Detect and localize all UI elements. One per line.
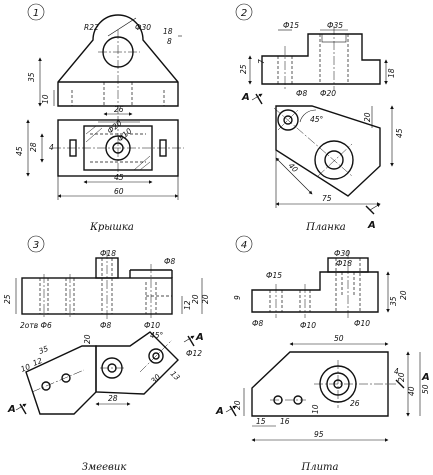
figure-3-dim-2holes: 2отв Ф6 (20, 321, 52, 330)
figure-4-dim-95: 95 (314, 430, 324, 439)
figure-4-dim-15: 15 (256, 417, 266, 426)
figure-4-dim-50: 50 (334, 334, 344, 343)
figure-1-top-view (52, 118, 184, 180)
figure-1-number-circle (27, 3, 45, 21)
figure-4-dim-9: 9 (233, 295, 242, 300)
figure-3-dim-45deg: 45° (150, 331, 164, 340)
figure-4-dim-20c: 20 (233, 400, 242, 410)
figure-2-dim-45deg: 45° (310, 115, 324, 124)
figure-4-section-letter-right: A (421, 372, 430, 383)
figure-3-dim-25: 25 (3, 294, 12, 304)
figure-4-dim-d18: Ф18 (336, 259, 352, 268)
figure-2-front-view (261, 26, 381, 90)
figure-2-dim-75: 75 (322, 194, 332, 203)
figure-1-dim-8: 8 (167, 37, 172, 46)
figure-4-number-circle (235, 235, 253, 253)
figure-4-dim-16: 16 (280, 417, 290, 426)
figure-2-dim-25: 25 (239, 64, 248, 74)
figure-1-caption: Крышка (89, 222, 134, 233)
figure-4-dim-50b: 50 (421, 384, 430, 394)
figure-2-dim-40: 40 (287, 161, 300, 174)
figure-3-section-letter-bottom: A (7, 404, 16, 415)
figure-3-dim-12: 12 (31, 356, 43, 368)
figure-3-dim-13: 13 (169, 369, 182, 382)
figure-2-dim-d35: Ф35 (327, 21, 343, 30)
figure-2-dim-d8: Ф8 (296, 89, 307, 98)
figure-4-dim-d8: Ф8 (252, 319, 263, 328)
figure-4-dim-4: 4 (394, 367, 399, 376)
figure-1-kryshka: 1 R22 Ф30 18 8 35 10 26 (15, 3, 184, 233)
figure-3-zmeevik: 3 Ф18 Ф8 25 12 20 20 (3, 235, 210, 473)
figure-1-dim-45b: 45 (114, 173, 124, 182)
figure-4-front-view (251, 250, 379, 318)
figure-3-dim-d12: Ф12 (186, 349, 202, 358)
figure-1-number: 1 (33, 8, 39, 19)
figure-4-dim-d10a: Ф10 (300, 321, 316, 330)
figure-4-caption: Плита (301, 462, 339, 473)
figure-2-caption: Планка (305, 222, 346, 233)
figure-2-number: 2 (241, 8, 247, 19)
figure-3-dim-35: 35 (37, 344, 49, 356)
figure-1-dim-18: 18 (163, 27, 173, 36)
figure-3-section-letter-top: A (195, 332, 204, 343)
figure-2-dim-d15: Ф15 (283, 21, 299, 30)
figure-3-dim-20: 20 (83, 334, 92, 344)
figure-2-dim-d20: Ф20 (320, 89, 336, 98)
figure-2-section-letter-top: A (241, 92, 250, 103)
figure-2-planka: 2 Ф15 Ф35 25 7 18 Ф8 Ф20 A A (235, 3, 404, 233)
figure-4-number: 4 (241, 240, 247, 251)
figure-3-plan-view (25, 331, 179, 415)
figure-1-dim-d30: Ф30 (135, 23, 151, 32)
figure-3-dim-d10: Ф10 (144, 321, 160, 330)
figure-3-dim-d18: Ф18 (100, 249, 116, 258)
figure-4-dim-20b: 20 (397, 372, 406, 382)
figure-2-section-mark-top (255, 93, 263, 105)
figure-3-front-view (21, 250, 173, 320)
figure-3-dim-20b: 20 (201, 294, 210, 304)
figure-4-dim-10: 10 (311, 404, 320, 414)
figure-3-dim-20a: 20 (191, 294, 200, 304)
figure-2-section-letter-bottom: A (367, 220, 376, 231)
figure-4-dim-20: 20 (399, 290, 408, 300)
figure-4-dim-40: 40 (407, 386, 416, 396)
figure-3-number: 3 (33, 240, 39, 251)
figure-3-dim-d8-top: Ф8 (164, 257, 175, 266)
figure-1-dim-35: 35 (27, 72, 36, 82)
figure-3-dim-30: 30 (149, 372, 162, 385)
figure-4-dim-d30: Ф30 (334, 249, 350, 258)
figure-1-dim-60: 60 (114, 187, 124, 196)
figure-2-dim-20: 20 (363, 112, 372, 122)
figure-2-plan-view (273, 105, 381, 197)
figure-3-dim-28: 28 (108, 394, 118, 403)
figure-1-dim-10: 10 (41, 94, 50, 104)
figure-3-caption: Змеевик (82, 462, 127, 473)
figure-4-dim-d15: Ф15 (266, 271, 282, 280)
figure-4-dim-35: 35 (389, 296, 398, 306)
figure-3-number-circle (27, 235, 45, 253)
figure-2-dim-18: 18 (387, 68, 396, 78)
figure-1-dim-28: 28 (29, 142, 38, 152)
figure-1-dim-26: 26 (114, 105, 124, 114)
figure-4-dim-26: 26 (350, 399, 360, 408)
figure-3-dim-d8: Ф8 (100, 321, 111, 330)
figure-1-dim-45: 45 (15, 146, 24, 156)
figure-4-dim-d10b: Ф10 (354, 319, 370, 328)
figure-4-plita: 4 Ф30 Ф18 Ф15 9 35 20 Ф8 Ф10 Ф10 (215, 235, 430, 473)
figure-4-section-letter-left: A (215, 406, 224, 417)
figure-1-dim-4: 4 (49, 143, 54, 152)
figure-1-dim-r22: R22 (84, 23, 99, 32)
figure-3-dim-12: 12 (183, 300, 192, 310)
figure-2-number-circle (235, 3, 253, 21)
figure-3-dim-10: 10 (19, 362, 31, 374)
figure-2-dim-7: 7 (257, 59, 266, 64)
figure-2-dim-45: 45 (395, 128, 404, 138)
figure-1-front-view (57, 14, 179, 122)
figure-4-plan-view (251, 351, 396, 417)
